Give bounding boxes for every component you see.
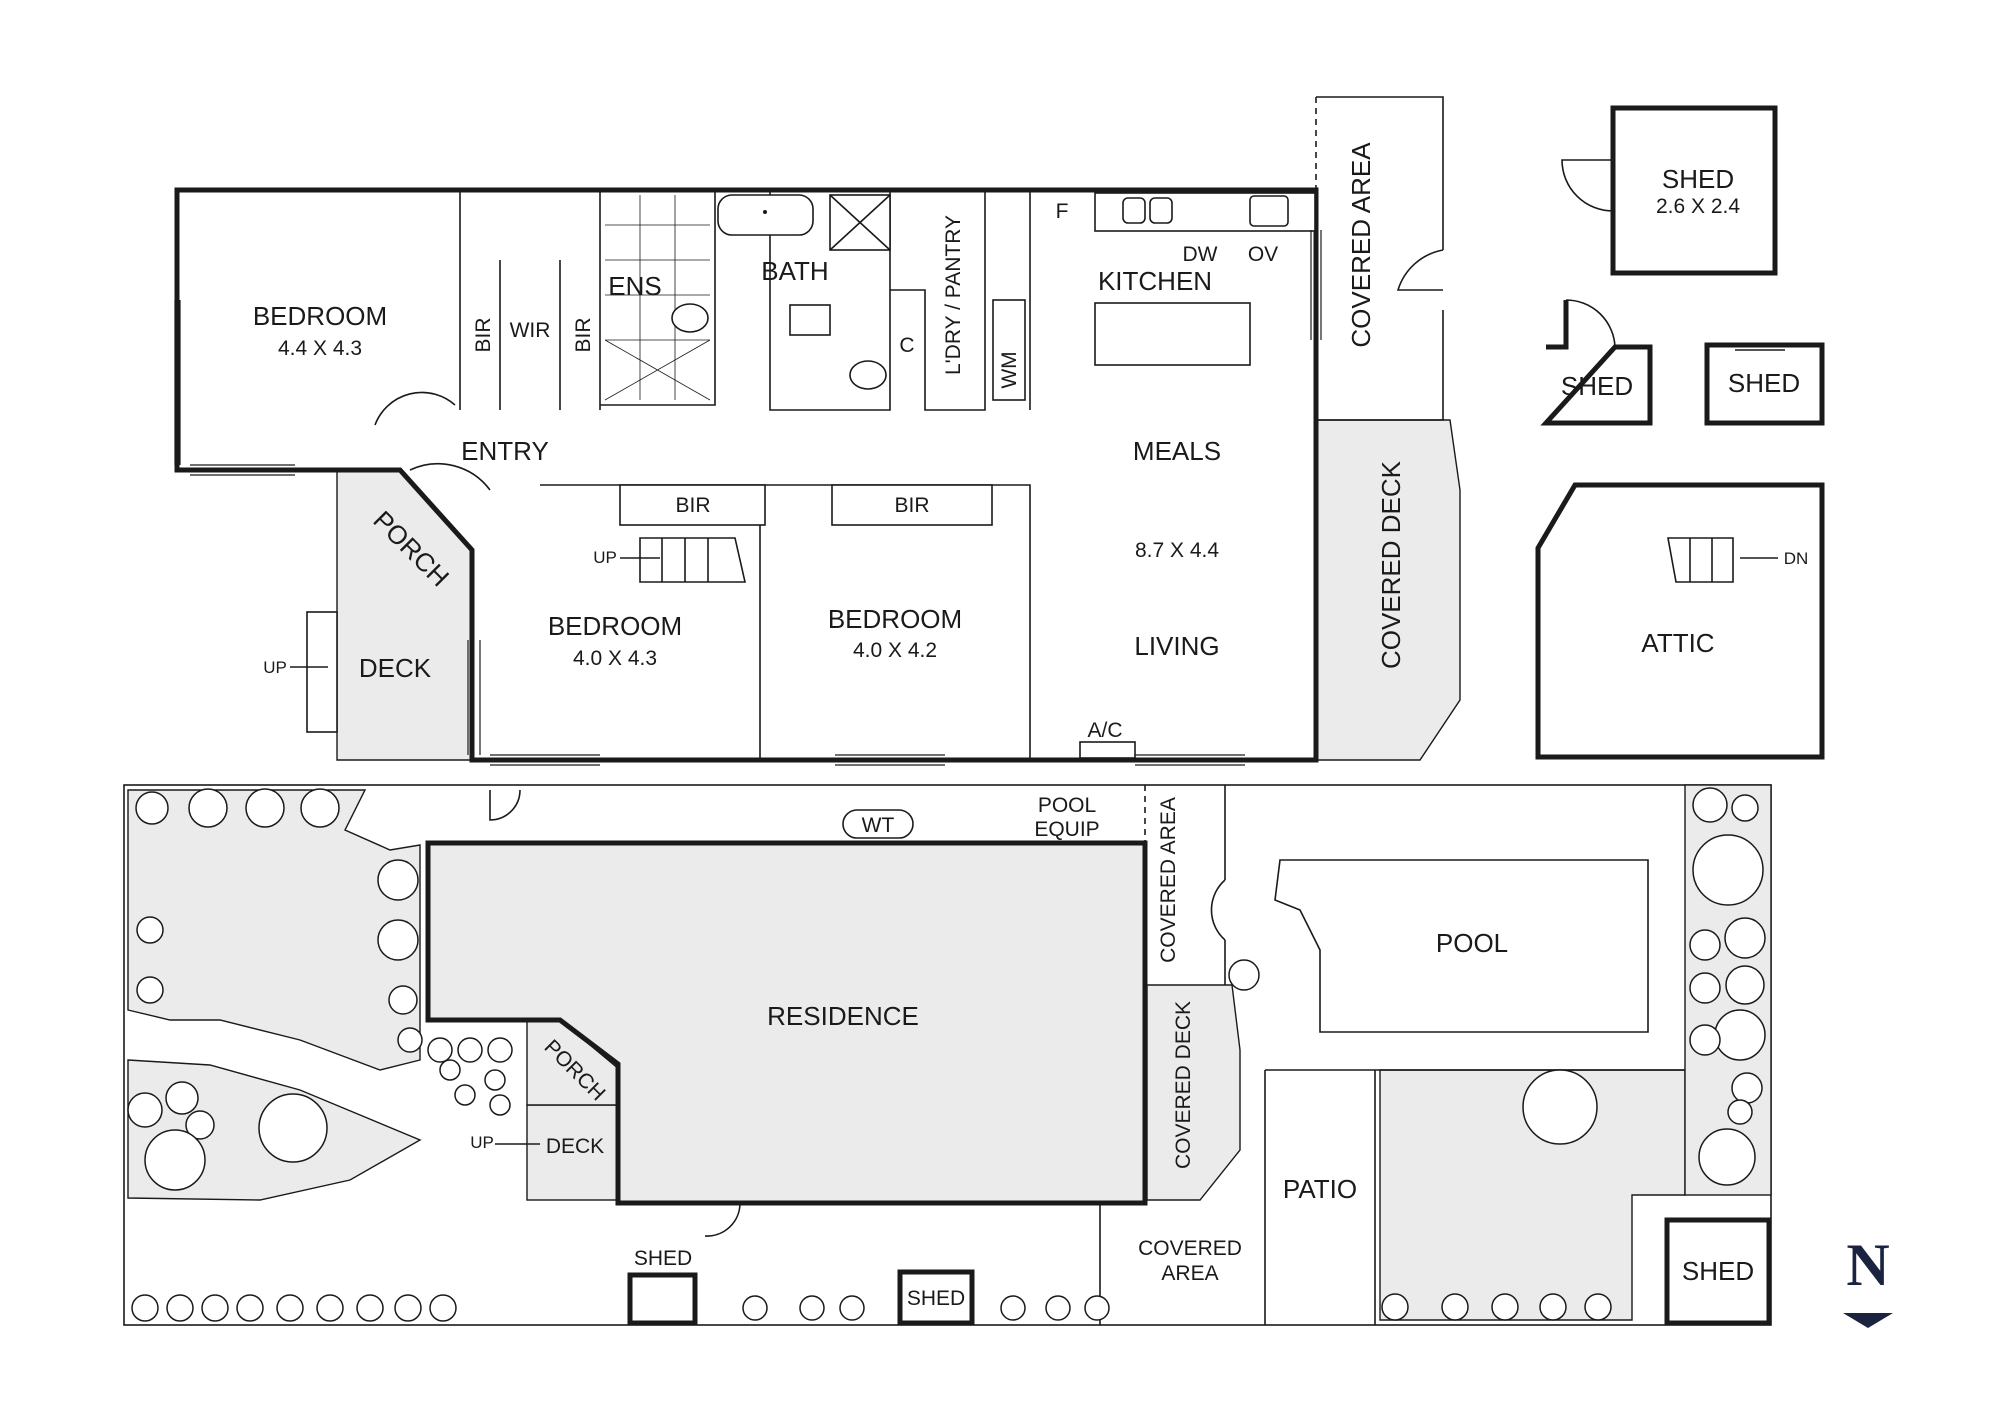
pool-label: POOL (1436, 928, 1508, 958)
ens-tile-grid (604, 195, 711, 401)
patio-dividers (1099, 1069, 1685, 1325)
f-label: F (1056, 200, 1069, 223)
covered-area-2-line2: AREA (1161, 1262, 1218, 1285)
wir-label: WIR (510, 319, 551, 342)
shed-left-label: SHED (1561, 371, 1633, 401)
site-shed-1 (627, 1272, 698, 1326)
residence-outline (425, 840, 1148, 1206)
bedroom-3-size: 4.0 X 4.2 (853, 639, 937, 662)
bedroom-1-size: 4.4 X 4.3 (278, 337, 362, 360)
sink-1 (1122, 197, 1146, 224)
pool-surround (1274, 859, 1649, 1033)
covered-area-door (1396, 249, 1444, 291)
shed-right (1704, 342, 1825, 426)
entry-door-swing (374, 391, 456, 426)
bathtub (717, 194, 814, 236)
shed-main (1610, 105, 1778, 276)
bath-label: BATH (761, 256, 828, 286)
kitchen-label: KITCHEN (1098, 266, 1212, 296)
stairs-up-label: UP (593, 548, 617, 567)
bir-label-1: BIR (472, 317, 495, 352)
porch-door-swing (409, 463, 491, 491)
meals-label: MEALS (1133, 436, 1221, 466)
site-shed-3-label: SHED (1682, 1256, 1754, 1286)
front-garden-left (127, 789, 421, 1071)
wt-tank (842, 809, 914, 839)
patio-label: PATIO (1283, 1174, 1357, 1204)
residence-side-door (704, 1202, 741, 1237)
shed-main-door (1561, 159, 1614, 212)
covered-deck-site-label: COVERED DECK (1172, 1001, 1195, 1169)
fixtures (671, 192, 1316, 759)
interior-walls (459, 190, 1031, 760)
bedroom-2-label: BEDROOM (548, 611, 682, 641)
entry-label: ENTRY (461, 436, 549, 466)
shed-main-size: 2.6 X 2.4 (1656, 195, 1740, 218)
house-exterior-walls (174, 187, 1319, 763)
outbuildings: SHED 2.6 X 2.4 SHED SHED DN ATTIC (1535, 105, 1825, 760)
shed-main-label: SHED (1662, 164, 1734, 194)
bedroom-1-label: BEDROOM (253, 301, 387, 331)
wt-label: WT (862, 814, 895, 837)
shed-right-label: SHED (1728, 368, 1800, 398)
dw-label: DW (1183, 243, 1218, 266)
ov-label: OV (1248, 243, 1278, 266)
wm-label: WM (998, 351, 1021, 388)
bedroom-3-label: BEDROOM (828, 604, 962, 634)
toilet-bath (849, 360, 887, 390)
stairs-up (620, 537, 747, 583)
porch-deck-area (336, 469, 473, 761)
ac-label: A/C (1087, 719, 1122, 742)
ens-label: ENS (608, 271, 661, 301)
site-plan: POOL (123, 784, 1772, 1326)
covered-area-site-label: COVERED AREA (1157, 797, 1180, 963)
north-compass: N (1843, 1232, 1893, 1328)
front-side-door (489, 789, 521, 821)
vanity (789, 304, 831, 336)
shed-left-door (1565, 299, 1616, 348)
site-shed-2 (897, 1269, 975, 1326)
pool-equip-line2: EQUIP (1034, 818, 1099, 841)
site-up-label: UP (470, 1133, 494, 1152)
c-label: C (899, 334, 914, 357)
covered-deck-label: COVERED DECK (1376, 460, 1406, 669)
residence-label: RESIDENCE (767, 1001, 919, 1031)
site-shed-1-label: SHED (634, 1247, 692, 1270)
living-label: LIVING (1134, 631, 1219, 661)
wm-appliance (992, 299, 1026, 401)
kitchen-island (1094, 302, 1251, 366)
pool-equip-line1: POOL (1038, 794, 1096, 817)
site-shed-3 (1664, 1217, 1772, 1326)
covered-area-label: COVERED AREA (1346, 142, 1376, 348)
meals-living-size: 8.7 X 4.4 (1135, 539, 1219, 562)
covered-area-2-line1: COVERED (1138, 1237, 1242, 1260)
site-shed-2-label: SHED (907, 1287, 965, 1310)
bir-label-3: BIR (675, 494, 710, 517)
floor-plan: BEDROOM 4.4 X 4.3 BIR WIR BIR ENS BATH C… (174, 96, 1461, 766)
covered-area-site-door (1210, 879, 1226, 941)
covered-area-outline (1316, 96, 1444, 421)
attic-outline (1535, 482, 1825, 760)
deck-label: DECK (359, 653, 432, 683)
attic-label: ATTIC (1641, 628, 1714, 658)
ldry-pantry-label: L'DRY / PANTRY (942, 215, 965, 375)
bir-label-2: BIR (572, 317, 595, 352)
shed-left (1540, 300, 1653, 426)
deck-site-label: DECK (546, 1135, 604, 1158)
deck-up-label: UP (263, 658, 287, 677)
attic-dn-label: DN (1784, 549, 1809, 568)
windows (174, 230, 1322, 766)
compass-letter: N (1846, 1232, 1889, 1298)
ac-unit (1079, 741, 1136, 759)
toilet-ens (671, 303, 709, 333)
trees (127, 787, 1766, 1322)
bedroom-2-size: 4.0 X 4.3 (573, 647, 657, 670)
attic-stairs (1667, 537, 1734, 583)
deck-step (306, 611, 338, 733)
sink-2 (1149, 197, 1173, 224)
compass-arrow-icon (1843, 1313, 1893, 1328)
cooktop (1249, 195, 1289, 227)
bir-label-4: BIR (894, 494, 929, 517)
